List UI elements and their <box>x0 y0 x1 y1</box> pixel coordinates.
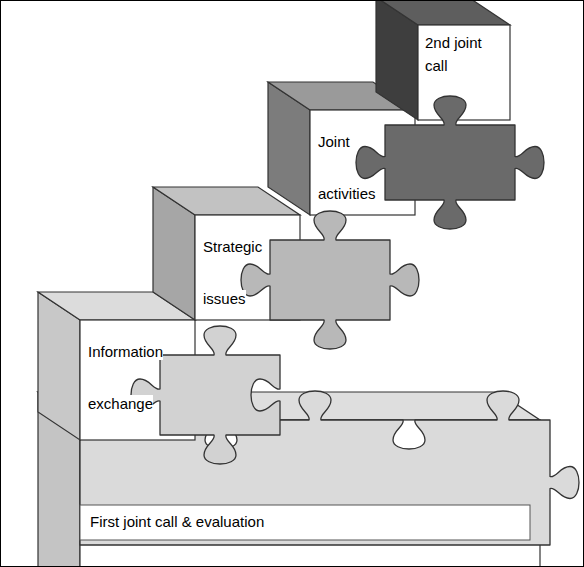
puzzle-piece <box>241 211 419 349</box>
step-face: 2nd joint call <box>418 25 510 120</box>
puzzle-piece <box>356 96 544 229</box>
step-label: Strategic issues <box>203 238 262 307</box>
step-face: Joint activities <box>310 110 415 215</box>
step-label: First joint call & evaluation <box>90 513 264 530</box>
cube-top <box>376 0 510 25</box>
step-label: Information exchange <box>88 343 163 412</box>
label-panel: First joint call & evaluation <box>80 505 530 540</box>
step-face: Strategic issues <box>195 215 300 320</box>
label-panel-frame <box>80 505 530 540</box>
steps-group <box>38 0 579 567</box>
step-face: Information exchange <box>80 320 195 440</box>
step-label: Joint activities <box>318 133 376 202</box>
step-label: 2nd joint call <box>425 34 482 74</box>
